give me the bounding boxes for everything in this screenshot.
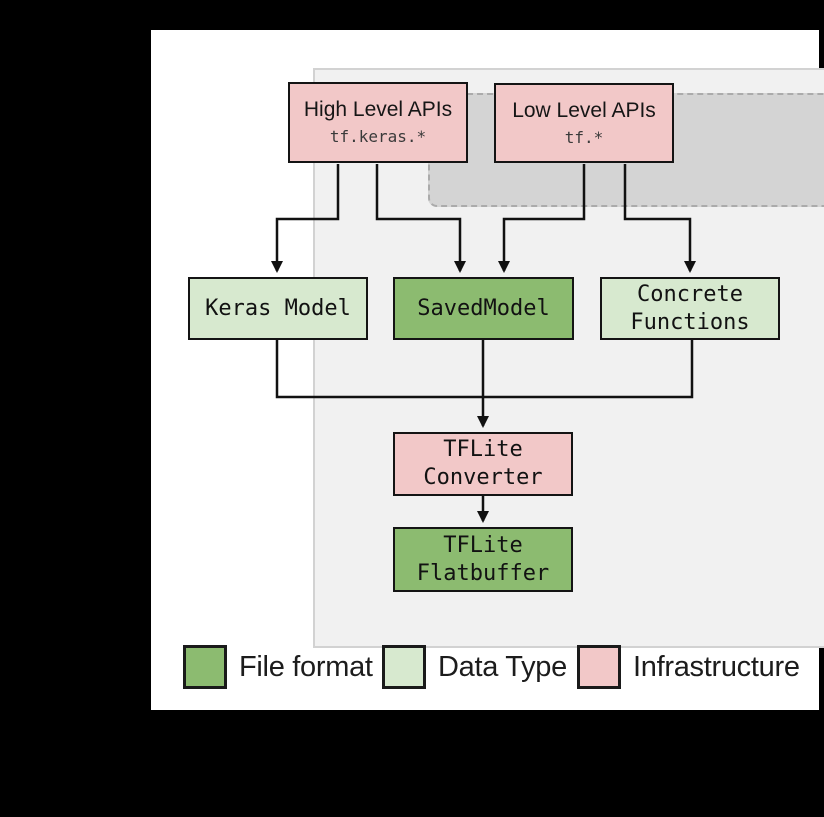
- legend-item-infrastructure: Infrastructure: [577, 645, 800, 689]
- node-tflite-converter-label: TFLite Converter: [423, 437, 543, 490]
- legend-swatch-infrastructure: [577, 645, 621, 689]
- node-high-level-apis-title: High Level APIs: [303, 98, 453, 121]
- node-low-level-apis-subtitle: tf.*: [564, 127, 604, 147]
- node-tflite-converter: TFLite Converter: [393, 432, 573, 496]
- node-concrete-functions: Concrete Functions: [600, 277, 780, 340]
- legend-swatch-data-type: [382, 645, 426, 689]
- node-low-level-apis-title: Low Level APIs: [512, 98, 656, 122]
- legend-label-infrastructure: Infrastructure: [633, 650, 800, 683]
- legend-label-file-format: File format: [239, 650, 373, 683]
- legend-swatch-file-format: [183, 645, 227, 689]
- legend-item-file-format: File format: [183, 645, 373, 689]
- legend-item-data-type: Data Type: [382, 645, 567, 689]
- node-tflite-flatbuffer-label: TFLite Flatbuffer: [416, 532, 550, 586]
- node-savedmodel: SavedModel: [393, 277, 574, 340]
- node-high-level-apis-subtitle: tf.keras.*: [329, 127, 427, 146]
- node-keras-model: Keras Model: [188, 277, 368, 340]
- node-keras-model-label: Keras Model: [205, 295, 351, 321]
- legend-label-data-type: Data Type: [438, 650, 567, 683]
- node-low-level-apis: Low Level APIs tf.*: [494, 83, 674, 163]
- figure-page: High Level APIs tf.keras.* Low Level API…: [151, 30, 824, 710]
- node-tflite-flatbuffer: TFLite Flatbuffer: [393, 527, 573, 592]
- node-concrete-functions-label: Concrete Functions: [630, 281, 750, 335]
- node-savedmodel-label: SavedModel: [417, 295, 550, 321]
- node-high-level-apis: High Level APIs tf.keras.*: [288, 82, 468, 163]
